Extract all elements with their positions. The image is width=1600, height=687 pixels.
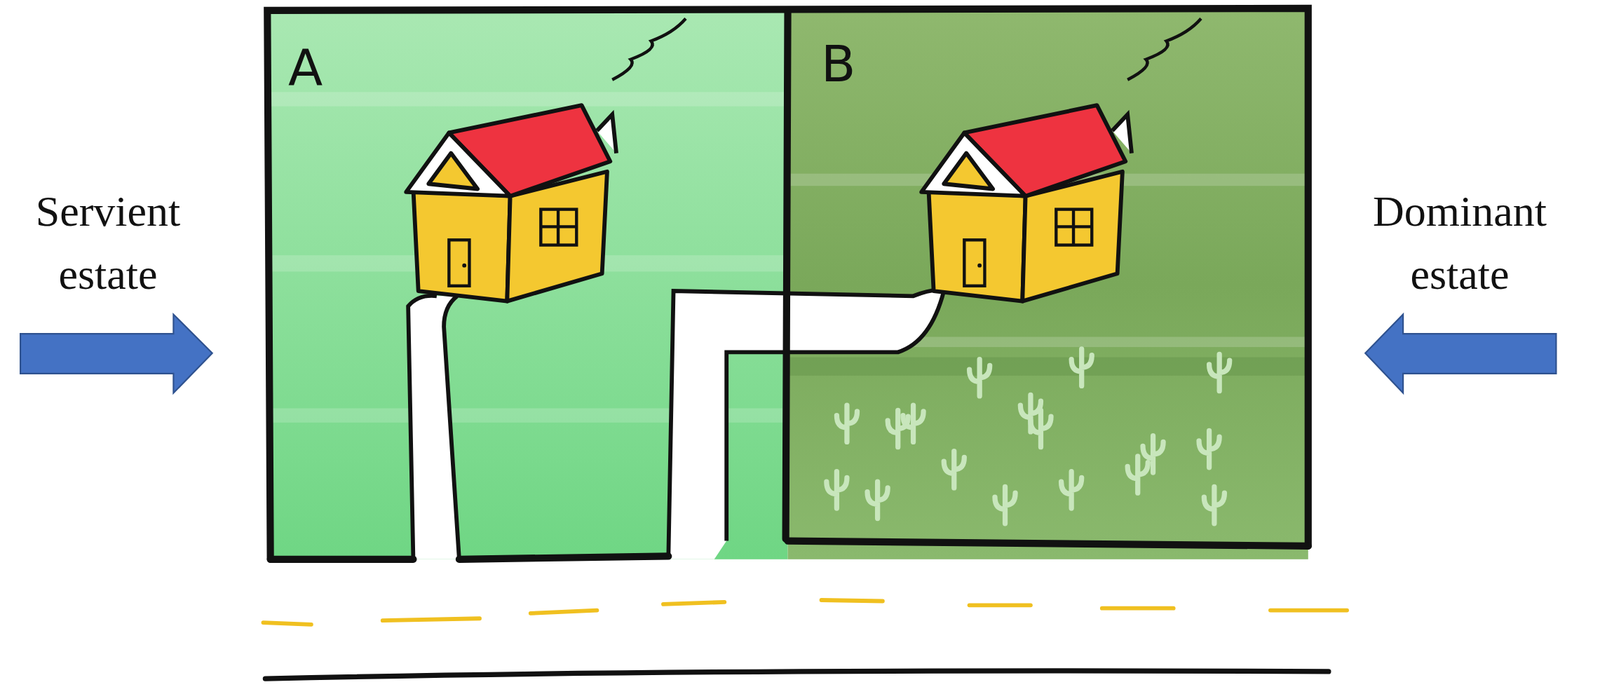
- house: [921, 18, 1202, 301]
- road: [262, 600, 1347, 679]
- house: [405, 18, 686, 301]
- estate-label: Servient estate: [2, 180, 214, 307]
- pointer-arrow: [1365, 314, 1556, 394]
- pointer-arrow: [20, 314, 213, 394]
- cactus-field: [826, 349, 1230, 524]
- parcel-letter: A: [288, 42, 323, 93]
- estate-label: Dominant estate: [1344, 180, 1576, 307]
- path-edge: [726, 290, 944, 542]
- land-parcel: A: [267, 10, 788, 559]
- path-edge: [668, 290, 944, 560]
- path-edge: [408, 295, 437, 560]
- land-parcel: B: [787, 10, 1308, 559]
- path-edge: [443, 295, 460, 559]
- parcel-outline: [267, 8, 1308, 560]
- parcel-letter: B: [821, 38, 856, 90]
- dominant-ground: [788, 10, 1309, 560]
